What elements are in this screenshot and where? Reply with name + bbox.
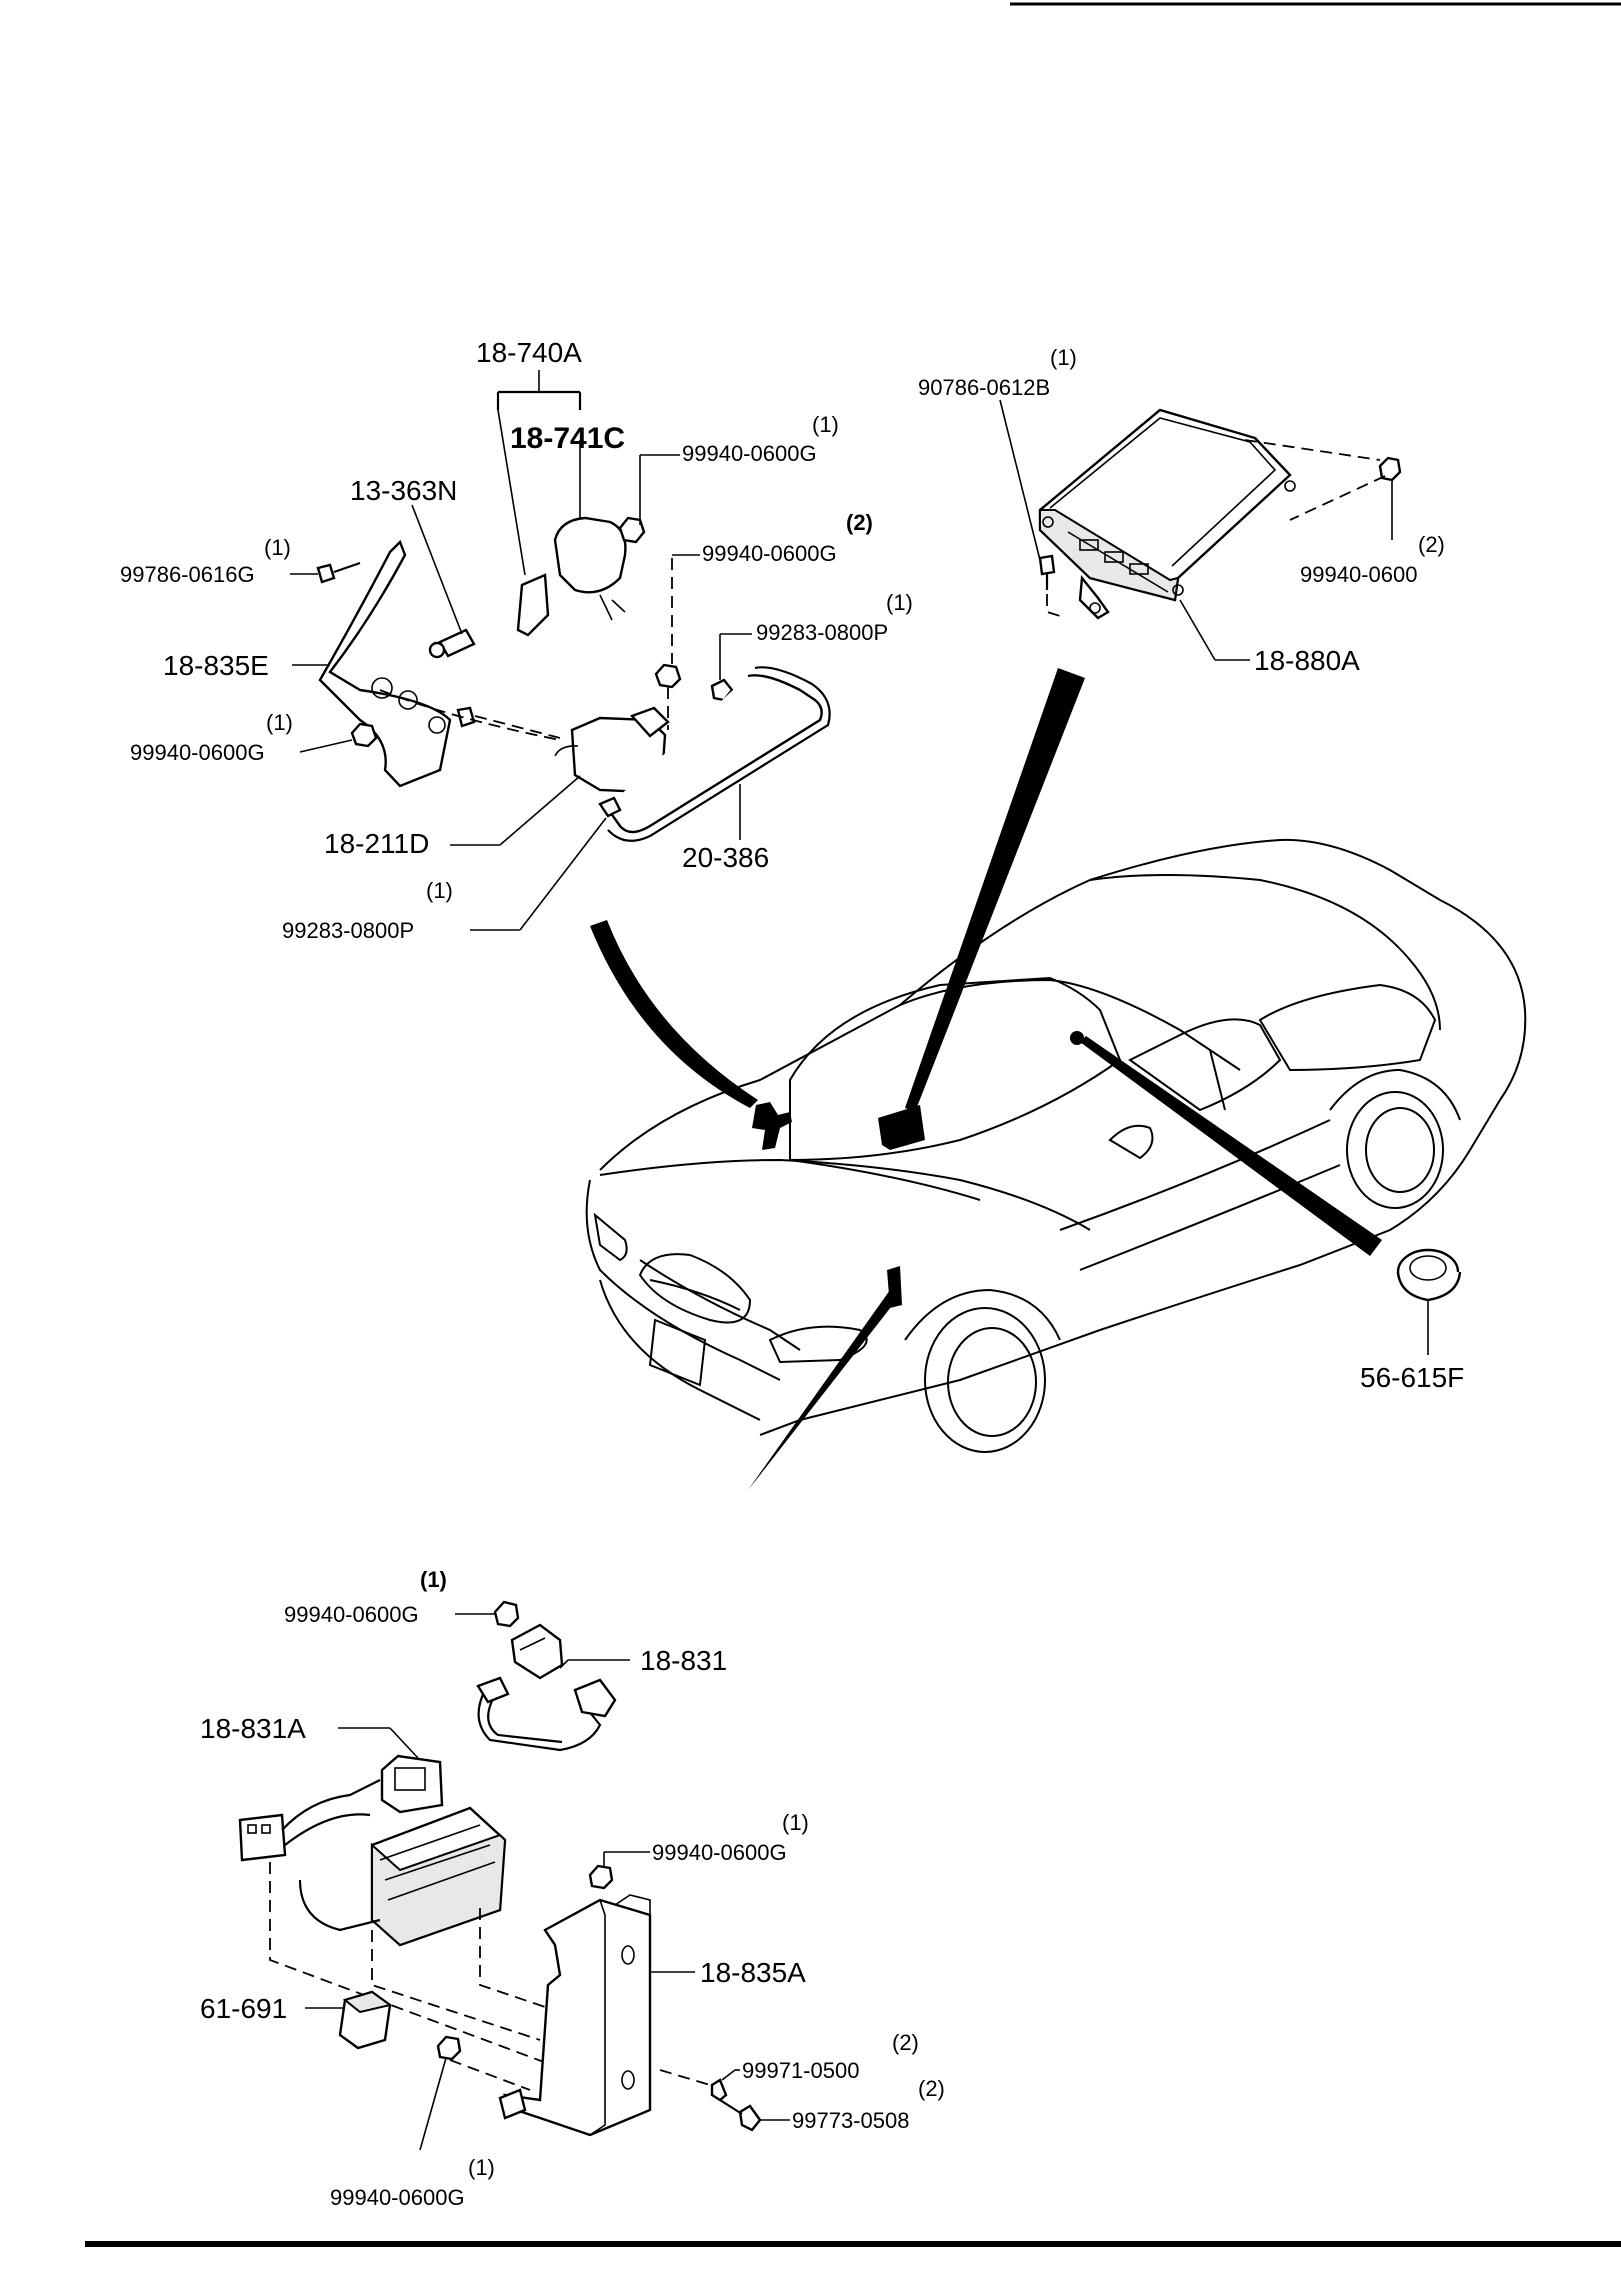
label-99773-0508: 99773-0508 bbox=[792, 2108, 909, 2133]
label-99940-0600g-d: 99940-0600G bbox=[284, 1602, 419, 1627]
qty-99283-0800p-a: (1) bbox=[886, 590, 913, 615]
label-99940-0600g-e: 99940-0600G bbox=[652, 1840, 787, 1865]
grommet-56-615f bbox=[1396, 1248, 1462, 1355]
label-18-835a: 18-835A bbox=[700, 1957, 806, 1988]
qty-99940-0600: (2) bbox=[1418, 532, 1445, 557]
qty-99283-0800p-b: (1) bbox=[426, 878, 453, 903]
label-18-831: 18-831 bbox=[640, 1645, 727, 1676]
label-90786-0612b: 90786-0612B bbox=[918, 375, 1050, 400]
label-99940-0600g-f: 99940-0600G bbox=[330, 2185, 465, 2210]
label-99786-0616g: 99786-0616G bbox=[120, 562, 255, 587]
label-99940-0600g-b: 99940-0600G bbox=[702, 541, 837, 566]
qty-99940-0600g-c: (1) bbox=[266, 710, 293, 735]
ecu-assembly bbox=[999, 399, 1402, 661]
label-18-880a: 18-880A bbox=[1254, 645, 1360, 676]
qty-99940-0600g-b: (2) bbox=[846, 510, 873, 535]
bottom-assembly bbox=[238, 1600, 790, 2151]
label-18-741c: 18-741C bbox=[510, 422, 625, 455]
label-99940-0600: 99940-0600 bbox=[1300, 562, 1417, 587]
car-illustration bbox=[585, 668, 1527, 1490]
qty-99940-0600g-d: (1) bbox=[420, 1567, 447, 1592]
label-18-211d: 18-211D bbox=[324, 828, 429, 859]
qty-99786-0616g: (1) bbox=[264, 535, 291, 560]
label-18-740a: 18-740A bbox=[476, 337, 582, 368]
qty-99971-0500: (2) bbox=[892, 2030, 919, 2055]
label-99971-0500: 99971-0500 bbox=[742, 2058, 859, 2083]
label-61-691: 61-691 bbox=[200, 1993, 287, 2024]
qty-99940-0600g-f: (1) bbox=[468, 2155, 495, 2180]
label-20-386: 20-386 bbox=[682, 842, 769, 873]
label-99283-0800p-a: 99283-0800P bbox=[756, 620, 888, 645]
label-13-363n: 13-363N bbox=[350, 475, 457, 506]
qty-99940-0600g-a: (1) bbox=[812, 412, 839, 437]
qty-99940-0600g-e: (1) bbox=[782, 1810, 809, 1835]
label-99940-0600g-c: 99940-0600G bbox=[130, 740, 265, 765]
label-56-615f: 56-615F bbox=[1360, 1362, 1464, 1393]
label-18-831a: 18-831A bbox=[200, 1713, 306, 1744]
label-99940-0600g-a: 99940-0600G bbox=[682, 441, 817, 466]
top-left-assembly bbox=[290, 370, 831, 931]
qty-90786-0612b: (1) bbox=[1050, 345, 1077, 370]
label-99283-0800p-b: 99283-0800P bbox=[282, 918, 414, 943]
qty-99773-0508: (2) bbox=[918, 2076, 945, 2101]
label-18-835e: 18-835E bbox=[163, 650, 269, 681]
